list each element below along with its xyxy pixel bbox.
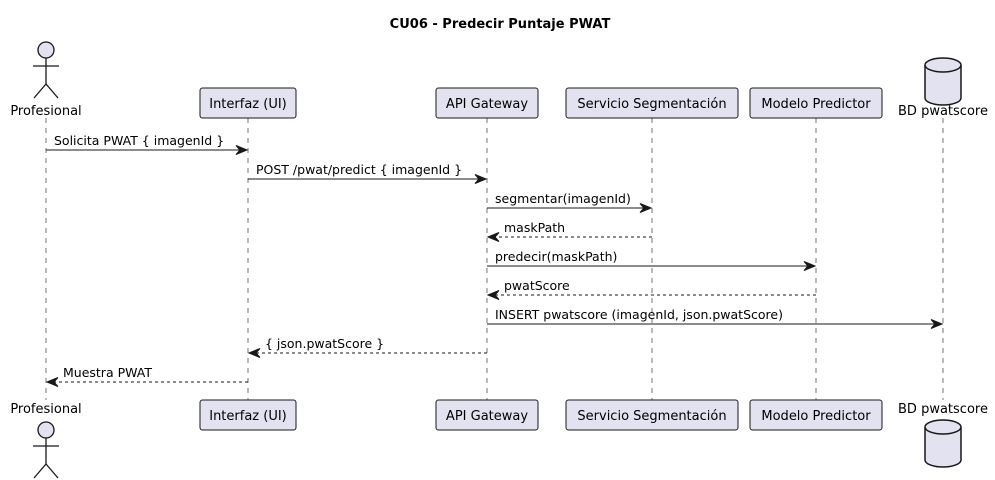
arrowhead-icon [639, 203, 653, 213]
diagram-title: CU06 - Predecir Puntaje PWAT [390, 17, 611, 32]
message-label: predecir(maskPath) [495, 249, 617, 264]
actor-top: Profesional [10, 41, 82, 119]
participant-label: Servicio Segmentación [577, 409, 726, 424]
message-label: maskPath [504, 220, 565, 235]
participant-label: API Gateway [446, 97, 528, 112]
message-9: Muestra PWAT [45, 365, 248, 387]
participant-label: Interfaz (UI) [209, 409, 287, 424]
arrowhead-icon [486, 232, 500, 242]
participant-label: Modelo Predictor [761, 97, 871, 112]
participant-box-bottom: Servicio Segmentación [565, 399, 739, 431]
message-8: { json.pwatScore } [247, 336, 487, 358]
message-1: Solicita PWAT { imagenId } [46, 133, 249, 155]
message-label: POST /pwat/predict { imagenId } [256, 162, 462, 177]
message-6: pwatScore [486, 278, 816, 300]
participant-label: API Gateway [446, 409, 528, 424]
participant-label: Servicio Segmentación [577, 97, 726, 112]
message-label: segmentar(imagenId) [495, 191, 631, 206]
arrowhead-icon [474, 174, 488, 184]
database-icon [924, 419, 962, 468]
participant-label: Interfaz (UI) [209, 97, 287, 112]
arrowhead-icon [930, 319, 944, 329]
participant-label: Profesional [10, 104, 81, 119]
database-bottom: BD pwatscore [898, 402, 988, 468]
participant-box-bottom: API Gateway [435, 399, 539, 431]
arrowhead-icon [247, 348, 261, 358]
message-label: Solicita PWAT { imagenId } [54, 133, 224, 148]
participant-box-top: Interfaz (UI) [199, 87, 297, 119]
arrowhead-icon [486, 290, 500, 300]
actor-figure-icon [33, 41, 59, 99]
database-top: BD pwatscore [898, 57, 988, 119]
arrowhead-icon [803, 261, 817, 271]
arrowhead-icon [235, 145, 249, 155]
actor-figure-icon [33, 421, 59, 479]
message-label: Muestra PWAT [63, 365, 152, 380]
participant-box-top: Modelo Predictor [749, 87, 883, 119]
message-label: INSERT pwatscore (imagenId, json.pwatSco… [495, 307, 783, 322]
database-icon [924, 57, 962, 106]
message-3: segmentar(imagenId) [487, 191, 653, 213]
message-4: maskPath [486, 220, 652, 242]
actor-bottom: Profesional [10, 402, 82, 479]
arrowhead-icon [45, 377, 59, 387]
message-2: POST /pwat/predict { imagenId } [248, 162, 488, 184]
message-5: predecir(maskPath) [487, 249, 817, 271]
message-label: { json.pwatScore } [265, 336, 384, 351]
participant-label: BD pwatscore [898, 104, 988, 119]
participant-label: BD pwatscore [898, 402, 988, 417]
message-7: INSERT pwatscore (imagenId, json.pwatSco… [487, 307, 944, 329]
participant-label: Modelo Predictor [761, 409, 871, 424]
participant-box-top: Servicio Segmentación [565, 87, 739, 119]
message-label: pwatScore [504, 278, 570, 293]
participant-box-bottom: Interfaz (UI) [199, 399, 297, 431]
participant-box-top: API Gateway [435, 87, 539, 119]
participant-label: Profesional [10, 402, 81, 417]
participant-box-bottom: Modelo Predictor [749, 399, 883, 431]
